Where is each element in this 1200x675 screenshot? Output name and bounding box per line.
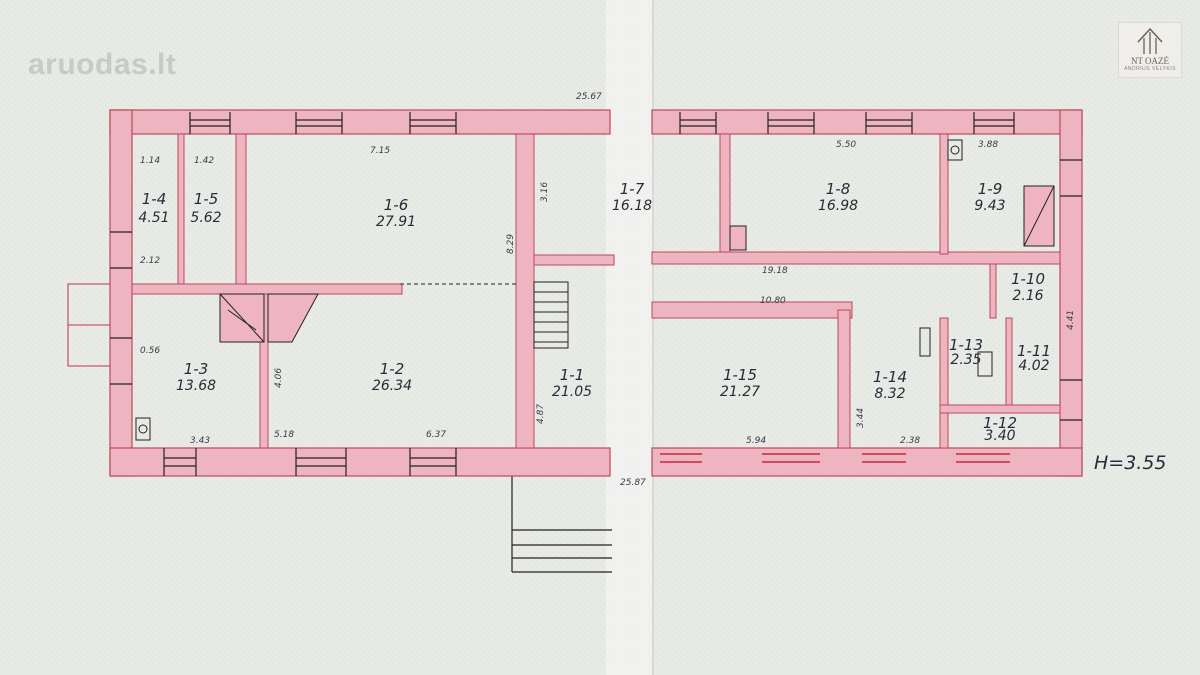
dim-2-38: 2.38 [900,436,921,446]
dim-3-43: 3.43 [190,436,211,446]
dim-3-16: 3.16 [540,181,550,202]
dim-3-44: 3.44 [856,407,866,428]
dim-1-14: 1.14 [140,156,161,166]
room-area-1-8: 16.98 [817,198,859,214]
room-id-1-7: 1-7 [619,180,645,198]
room-id-1-2: 1-2 [379,360,405,378]
interior-walls [131,133,1061,449]
room-id-1-6: 1-6 [383,196,409,214]
room-area-1-5: 5.62 [190,210,222,226]
dim-5-94: 5.94 [746,436,767,446]
room-id-1-15: 1-15 [722,366,758,384]
watermark-text: aruodas [28,48,149,81]
ceiling-height-label: H=3.55 [1094,452,1167,474]
dim-top-total: 25.67 [576,92,602,102]
front-steps [511,470,612,573]
dim-bottom-total: 25.87 [620,478,646,488]
dim-4-87: 4.87 [536,403,546,424]
dim-5-18: 5.18 [274,430,295,440]
dim-1-42: 1.42 [194,156,215,166]
room-area-1-4: 4.51 [138,210,170,226]
room-area-1-7: 16.18 [611,198,653,214]
watermark-tld: .lt [148,48,177,81]
room-area-1-10: 2.16 [1012,288,1044,304]
agency-logo: NT OAZĖ ANDRIUS VELYKIS [1118,22,1182,78]
stove-blocks [219,185,1055,343]
room-area-1-1: 21.05 [551,384,593,400]
windows-red [660,453,1010,463]
room-id-1-3: 1-3 [183,360,209,378]
window-top-1 [189,112,231,134]
dim-5-50: 5.50 [836,140,857,150]
dim-8-29: 8.29 [506,233,516,254]
dim-6-37: 6.37 [426,430,447,440]
room-id-1-9: 1-9 [977,180,1003,198]
page-fold [606,0,652,675]
room-area-1-3: 13.68 [175,378,217,394]
agency-sub: ANDRIUS VELYKIS [1124,66,1176,72]
dim-10-80: 10.80 [760,296,786,306]
room-area-1-14: 8.32 [874,386,906,402]
dim-4-41: 4.41 [1066,309,1076,330]
dim-3-88: 3.88 [978,140,999,150]
house-logo-icon [1137,27,1163,54]
room-id-1-10: 1-10 [1010,270,1046,288]
room-id-1-11: 1-11 [1016,342,1052,360]
dim-4-06: 4.06 [274,367,284,388]
agency-name: NT OAZĖ [1130,56,1170,66]
room-id-1-12: 1-12 [982,414,1018,432]
dim-19-18: 19.18 [762,266,788,276]
room-area-1-2: 26.34 [371,378,413,394]
aruodas-watermark: aruodas.lt [28,48,176,82]
room-area-1-11: 4.02 [1018,358,1050,374]
room-area-1-6: 27.91 [375,214,417,230]
room-area-1-12: 3.40 [984,428,1016,444]
room-id-1-4: 1-4 [141,190,167,208]
room-id-1-14: 1-14 [872,368,908,386]
windows [110,112,1082,476]
room-area-1-15: 21.27 [719,384,761,400]
fixtures [135,139,993,441]
dim-0-56: 0.56 [140,346,161,356]
room-id-1-5: 1-5 [193,190,219,208]
room-id-1-1: 1-1 [559,366,585,384]
dim-7-15: 7.15 [370,146,391,156]
room-area-1-9: 9.43 [974,198,1006,214]
room-id-1-13: 1-13 [948,336,984,354]
staircase [533,281,569,349]
dim-2-12: 2.12 [140,256,161,266]
room-id-1-8: 1-8 [825,180,851,198]
room-area-1-13: 2.35 [950,352,982,368]
